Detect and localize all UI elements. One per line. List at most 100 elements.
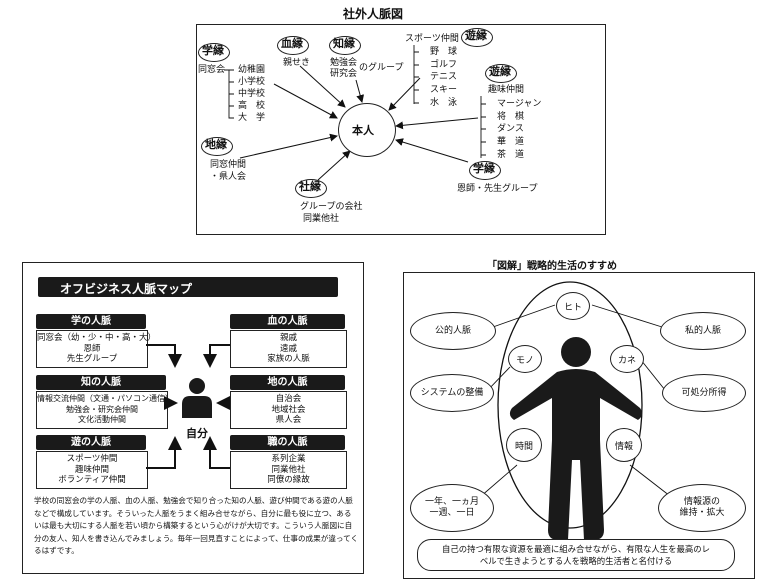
card-body-ketsu: 親戚 遠戚 家族の人脈 [230, 330, 347, 368]
outer-ichinen-line: 一週、一日 [429, 508, 475, 518]
yuen1-header: スポーツ仲間 [405, 34, 459, 44]
arrow-yuen1 [388, 77, 421, 111]
card-title-gaku: 学の人脈 [36, 314, 146, 329]
card-body-chi: 情報交流仲間（文通・パソコン通信） 勉強会・研究会仲間 文化活動仲間 [36, 391, 173, 429]
left-title-bar [38, 277, 338, 297]
tag-ketsuen: 血縁 [281, 37, 303, 50]
top-frame [196, 24, 606, 235]
big-ellipse [497, 281, 643, 529]
node-hito: ヒト [556, 292, 590, 320]
shaen-line: 同業他社 [303, 214, 340, 224]
card-line: 自治会 [275, 394, 302, 404]
card-line: 文化活動仲間 [78, 415, 126, 424]
center-node [338, 103, 396, 157]
yuen2-item: 茶 道 [497, 150, 525, 160]
body-line: 学校の同窓会の学の人脈、血の人脈、勉強会で知り合った知の人脈、遊び仲間である遊の… [34, 496, 353, 505]
arrow-gakuen1 [273, 83, 338, 119]
footer-line: ベルで生きようとする人を戦略的生活者と名付ける [479, 556, 673, 566]
arrow-yuen2 [395, 117, 479, 130]
tag-gakuen2: 学縁 [473, 162, 495, 175]
right-frame [403, 272, 755, 579]
card-line: 情報交流仲間（文通・パソコン通信） [37, 394, 173, 403]
yuen1-item: ゴルフ [430, 60, 458, 70]
yuen1-item: 野 球 [430, 47, 458, 57]
node-hito-label: ヒト [563, 302, 582, 313]
outer-johogen-line: 維持・拡大 [679, 508, 725, 518]
chien1-line: 研究会 [330, 69, 358, 79]
outer-koteki: 公的人脈 [410, 312, 496, 350]
yuen2-item: ダンス [497, 124, 524, 134]
card-line: 地域社会 [271, 404, 306, 415]
card-title-chi: 知の人脈 [36, 375, 166, 390]
card-body-ji: 自治会 地域社会 県人会 [230, 391, 347, 429]
top-title: 社外人脈図 [343, 7, 404, 21]
arrow-shoku [203, 436, 230, 469]
center-label: 本人 [352, 124, 374, 137]
yuen1-item: 水 泳 [430, 98, 458, 108]
chien1-suffix: のグループ [359, 63, 404, 73]
chien2-line: ・県人会 [210, 172, 247, 182]
spoke-johogen [629, 464, 671, 497]
yuen1-item: スキー [430, 85, 458, 95]
gakuen1-item: 中学校 [238, 89, 266, 99]
gakuen1-line: 同窓会 [198, 65, 226, 75]
body-line: などで構成しています。そういった人脈をうまく組み合せながら、自分に最も役に立つ、… [34, 508, 352, 518]
tag-circle-yuen2 [485, 64, 517, 83]
card-line: 同業他社 [271, 464, 306, 475]
tag-circle-yuen1 [461, 28, 493, 47]
arrow-gaku [146, 344, 182, 368]
body-line: 分の友人、知人を書き込んでみましょう。毎年一回見直すことによって、仕事の成果が違… [34, 533, 359, 543]
spoke-shiteki [591, 304, 663, 328]
bracket-yuen1 [413, 45, 419, 104]
arrow-chien1 [355, 79, 365, 103]
tag-circle-chien2 [201, 137, 233, 156]
outer-kasho-label: 可処分所得 [681, 387, 727, 398]
card-line: 家族の人脈 [267, 354, 310, 364]
person-icon [182, 378, 212, 418]
card-line: 勉強会・研究会仲間 [66, 404, 138, 414]
node-mono-label: モノ [515, 355, 534, 366]
bracket-yuen2 [480, 96, 486, 158]
arrow-shaen [317, 150, 351, 181]
arrow-yu [146, 436, 182, 469]
outer-kasho: 可処分所得 [662, 374, 746, 412]
outer-johogen-line: 情報源の [683, 497, 720, 507]
outer-system: システムの整備 [410, 374, 494, 412]
outer-johogen: 情報源の 維持・拡大 [658, 484, 746, 532]
tag-chien2: 地縁 [205, 138, 227, 151]
tag-circle-ketsuen [277, 36, 309, 55]
gakuen1-item: 幼稚園 [238, 65, 266, 75]
outer-ichinen: 一年、一ヵ月 一週、一日 [410, 484, 494, 532]
yuen1-item: テニス [430, 72, 458, 82]
left-body: 学校の同窓会の学の人脈、血の人脈、勉強会で知り合った知の人脈、遊び仲間である遊の… [34, 495, 359, 558]
card-line: 遠戚 [279, 343, 297, 354]
tag-yuen1: 遊縁 [465, 29, 487, 42]
gakuen2-line: 恩師・先生グループ [457, 184, 538, 194]
node-kane: カネ [610, 345, 644, 373]
gakuen1-item: 大 学 [238, 113, 266, 123]
ketsuen-line: 親せき [283, 58, 311, 68]
right-title: 「図解」戦略的生活のすすめ [487, 261, 617, 272]
left-frame [22, 262, 364, 574]
outer-ichinen-line: 一年、一ヵ月 [424, 497, 479, 507]
card-body-gaku: 同窓会（幼・少・中・高・大） 恩師 先生グループ [36, 330, 156, 368]
outer-system-label: システムの整備 [420, 387, 484, 398]
body-line: いは最も大切にする人脈を若い頃から構築するという心がけが大切です。こういう人脈図… [34, 521, 353, 530]
tag-circle-shaen [295, 179, 327, 198]
chien1-line: 勉強会 [330, 58, 358, 68]
card-line: 親戚 [279, 333, 297, 343]
gakuen1-item: 小学校 [238, 77, 266, 87]
yuen2-item: 華 道 [497, 137, 525, 147]
bracket-gakuen1 [224, 69, 234, 119]
tag-circle-gakuen2 [469, 161, 501, 180]
tag-yuen2: 遊縁 [489, 65, 511, 78]
tag-chien1: 知縁 [333, 37, 355, 50]
footer-line: 自己の持つ有限な資源を最適に組み合せながら、有限な人生を最高のレ [442, 544, 710, 554]
spoke-ichinen [479, 464, 518, 498]
card-line: 趣味仲間 [74, 464, 109, 475]
card-line: 先生グループ [66, 354, 118, 364]
card-line: 系列企業 [271, 454, 306, 464]
node-kane-label: カネ [617, 355, 636, 366]
